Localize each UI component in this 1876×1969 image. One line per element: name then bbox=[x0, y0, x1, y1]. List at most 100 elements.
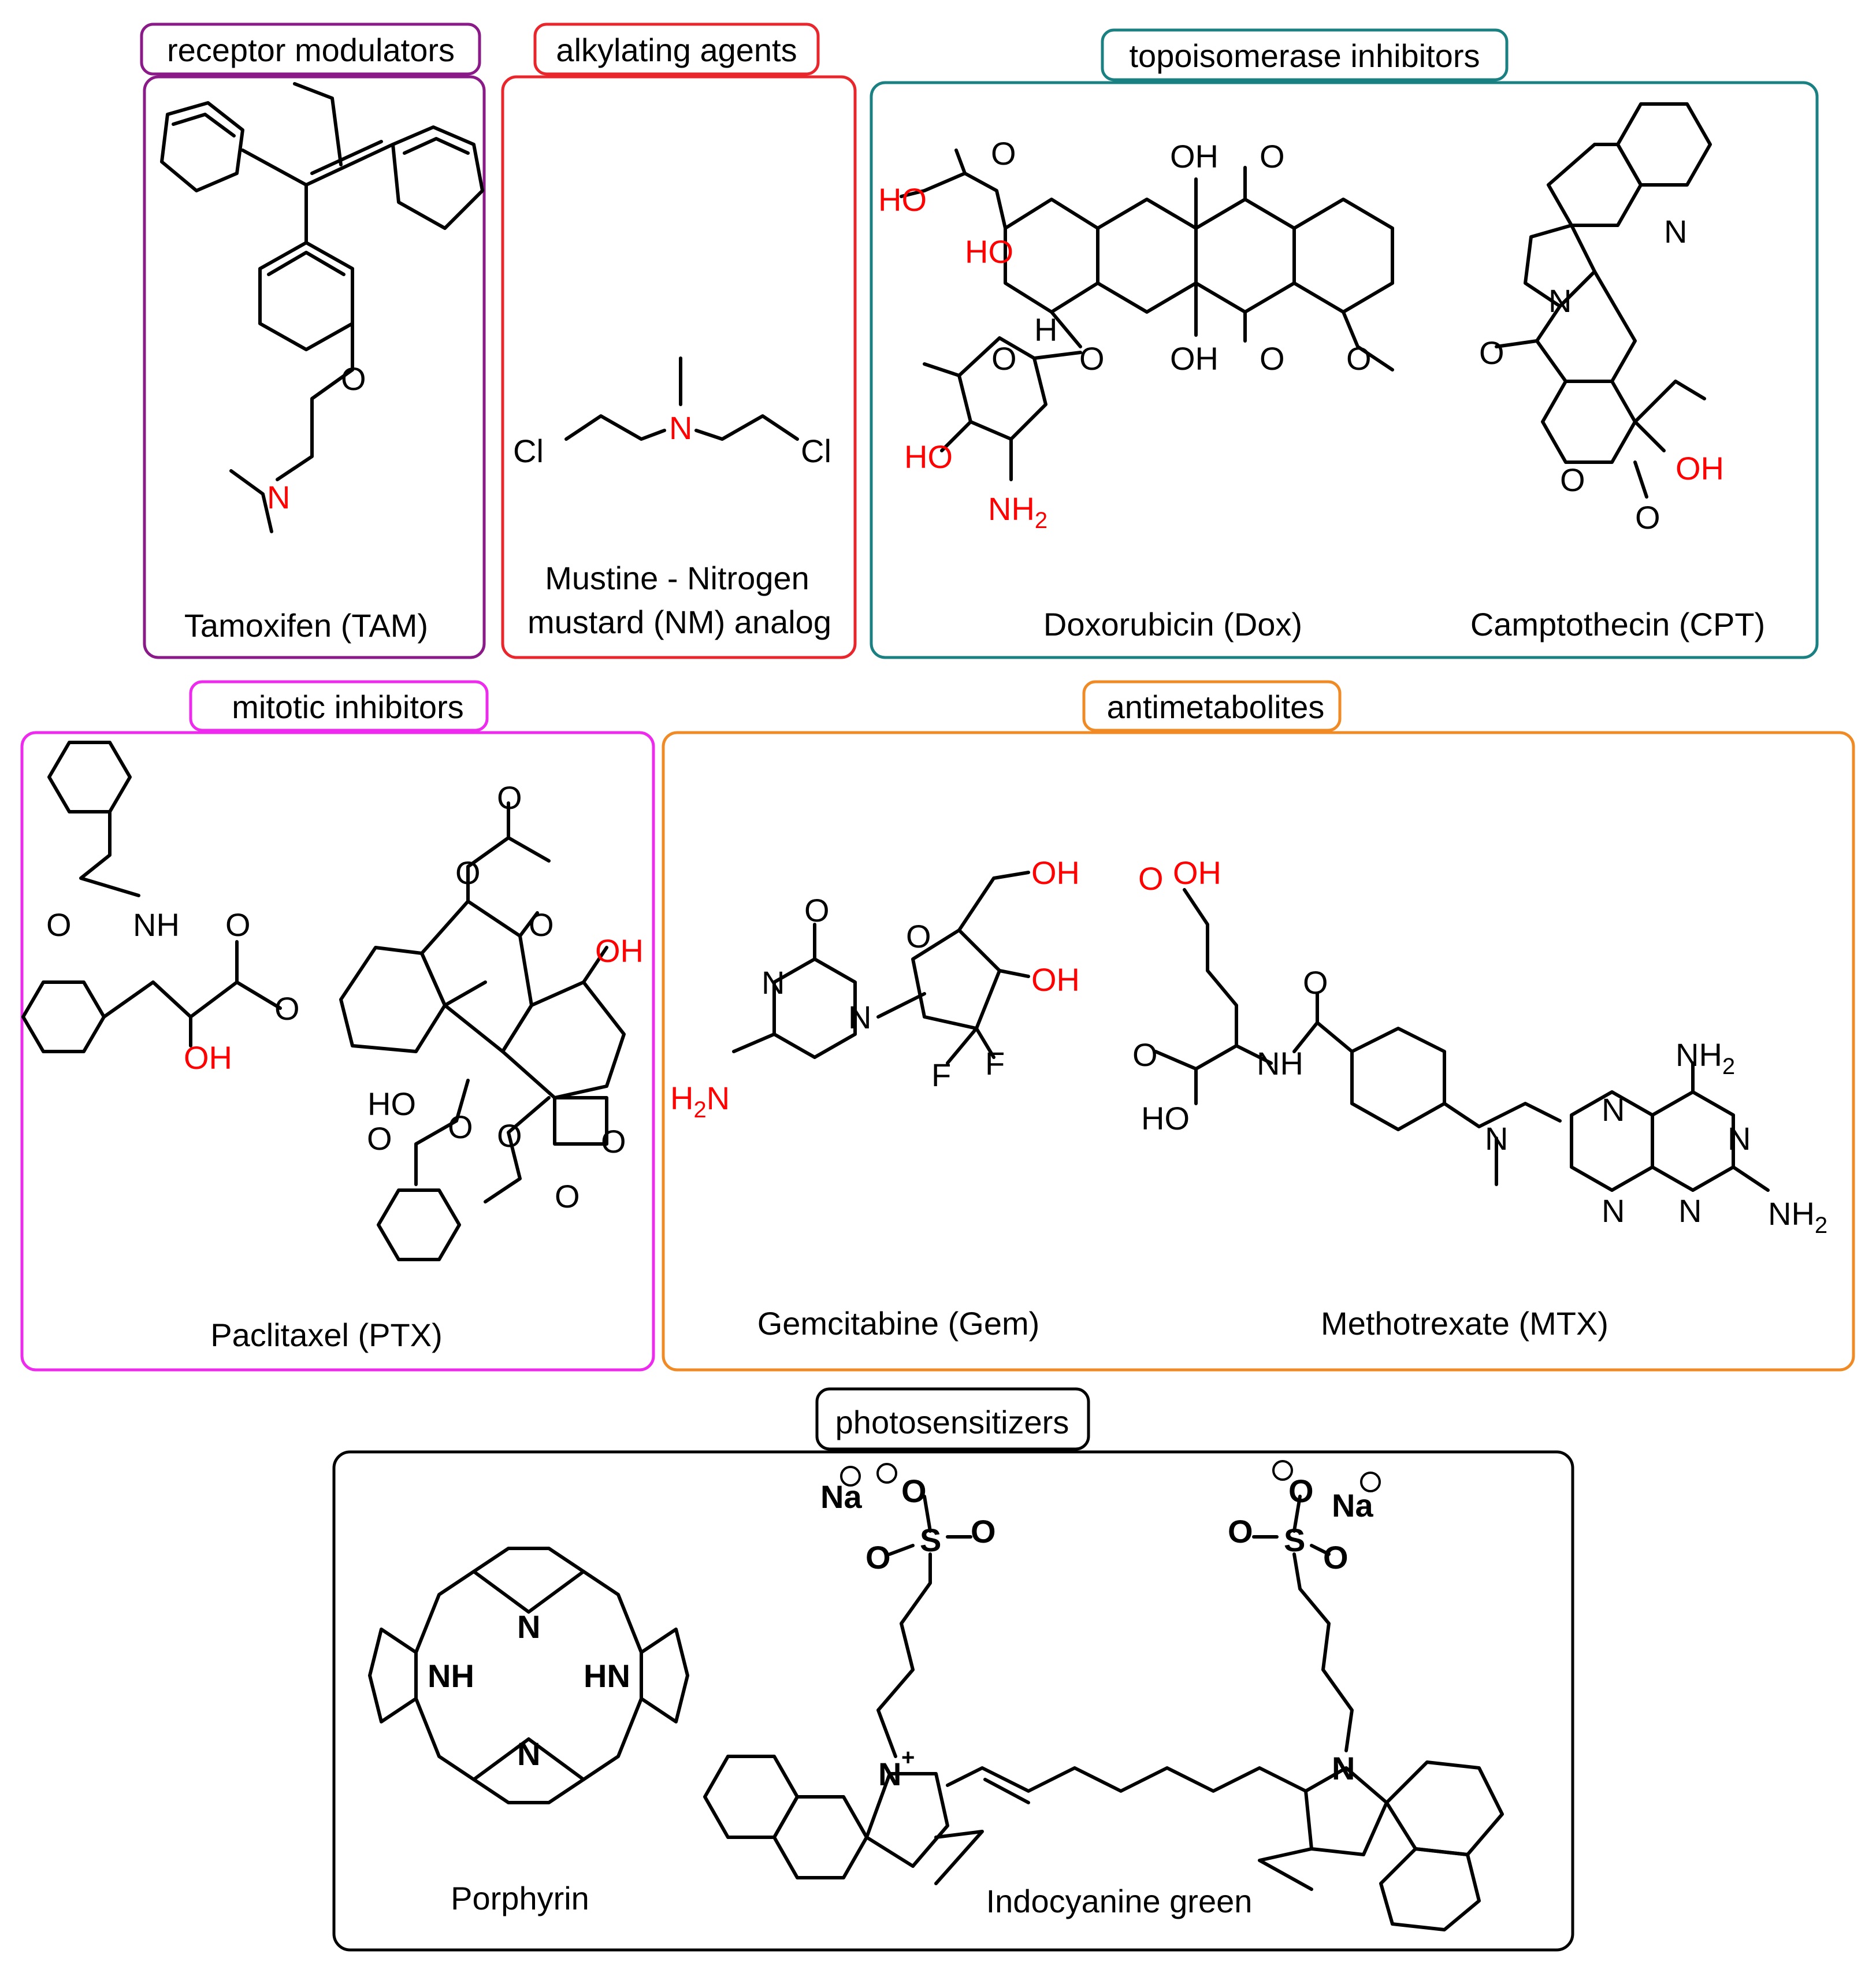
cpt-n-quinoline: N bbox=[1664, 213, 1687, 250]
mustine-cl-right: Cl bbox=[801, 433, 831, 469]
gem-carbonyl-o: O bbox=[804, 892, 830, 928]
icg-left-so-top bbox=[923, 1495, 932, 1533]
porphyrin-pyrrole-bottom bbox=[472, 1737, 585, 1804]
ptx-amide bbox=[79, 810, 140, 897]
receptor-modulators-tag bbox=[140, 23, 481, 76]
gem-f1 bbox=[946, 1027, 978, 1065]
icg-right-benz-a bbox=[1385, 1760, 1504, 1856]
photosensitizers-frame bbox=[332, 1450, 1574, 1952]
icg-left-gem-dimethyl bbox=[934, 1830, 984, 1885]
doxorubicin-name: Doxorubicin (Dox) bbox=[1043, 606, 1302, 642]
mtx-n10: N bbox=[1485, 1120, 1508, 1157]
ptx-oxetane-o: O bbox=[601, 1123, 626, 1160]
gem-amine-label: H2N bbox=[670, 1080, 730, 1123]
tamoxifen-alkene bbox=[241, 143, 395, 187]
tamoxifen-nitrogen: N bbox=[267, 479, 290, 515]
dox-acetyl-o-label: O bbox=[991, 135, 1016, 172]
camptothecin-name: Camptothecin (CPT) bbox=[1470, 606, 1765, 642]
ptx-benzoate-o2: O bbox=[367, 1120, 392, 1157]
porphyrin-hn-right: HN bbox=[584, 1658, 630, 1694]
icg-left-benz-b bbox=[772, 1795, 868, 1879]
gem-f2 bbox=[975, 1027, 995, 1059]
mtx-gamma-acid-oh: OH bbox=[1173, 855, 1221, 891]
porphyrin-meso-bl bbox=[414, 1697, 475, 1781]
dox-ring-c bbox=[1194, 198, 1296, 314]
dox-sugar-o-label: O bbox=[991, 340, 1017, 377]
cpt-oh: OH bbox=[1676, 450, 1724, 486]
porphyrin-name: Porphyrin bbox=[451, 1880, 589, 1916]
cpt-ring-b bbox=[1547, 143, 1643, 227]
icg-right-na-charge bbox=[1360, 1472, 1381, 1492]
tamoxifen-alkene-double bbox=[310, 140, 383, 175]
ptx-c7-oh bbox=[582, 946, 608, 984]
icg-right-o-charge bbox=[1272, 1460, 1293, 1481]
ptx-benzoate-ring bbox=[377, 1188, 461, 1261]
mtx-gamma-acid-o: O bbox=[1138, 860, 1164, 897]
antimetabolites-panel: antimetabolites bbox=[662, 680, 1855, 1372]
dox-sugar-ho-label: HO bbox=[904, 439, 953, 475]
porphyrin-pyrrole-top bbox=[472, 1547, 585, 1614]
icg-polyene-doubles bbox=[983, 1778, 1030, 1804]
photosensitizers-label: photosensitizers bbox=[835, 1404, 1069, 1440]
cpt-ethyl bbox=[1633, 380, 1706, 423]
tamoxifen-phenoxy-inner bbox=[267, 251, 346, 276]
ptx-acetate-b-o2: O bbox=[555, 1178, 580, 1214]
porphyrin-pyrrole-left bbox=[368, 1628, 418, 1723]
mtx-amide-o: O bbox=[1303, 964, 1328, 1001]
ptx-gem-dimethyl bbox=[443, 980, 487, 1007]
dox-oh-bottom-label: OH bbox=[1170, 340, 1219, 377]
gemcitabine-name: Gemcitabine (Gem) bbox=[757, 1305, 1040, 1342]
dox-oh-top-label: OH bbox=[1170, 138, 1219, 174]
tamoxifen-structure: O N bbox=[160, 82, 484, 533]
indocyanine-green-name: Indocyanine green bbox=[986, 1883, 1253, 1919]
ptx-ring-a bbox=[339, 946, 447, 1053]
icg-left-so-left bbox=[888, 1544, 915, 1556]
icg-left-benz-a bbox=[703, 1755, 799, 1839]
icg-n-plus-sign: + bbox=[901, 1745, 915, 1770]
cpt-ring-a bbox=[1616, 102, 1712, 187]
icg-right-so-top bbox=[1292, 1495, 1302, 1533]
gem-f-left: F bbox=[931, 1057, 951, 1093]
mitotic-inhibitors-panel: mitotic inhibitors bbox=[20, 680, 655, 1372]
mtx-pyrazine-n-bottom: N bbox=[1602, 1192, 1625, 1229]
gem-cytosine-ring bbox=[772, 957, 857, 1059]
mtx-alpha-o: O bbox=[1132, 1036, 1158, 1073]
porphyrin-nh-left: NH bbox=[428, 1658, 474, 1694]
gem-amine bbox=[732, 1032, 776, 1053]
doxorubicin-structure: OH O OH O O O HO HO H O O HO NH2 bbox=[878, 135, 1394, 533]
ptx-benzoyl-o: O bbox=[46, 907, 72, 943]
porphyrin-n-top: N bbox=[517, 1608, 540, 1645]
ptx-ester-o-top: O bbox=[225, 907, 251, 943]
photosensitizers-tag bbox=[815, 1387, 1090, 1451]
ptx-benzoyl-ring bbox=[47, 741, 132, 813]
tamoxifen-phenyl-left bbox=[160, 101, 244, 192]
tamoxifen-phenoxy-ring bbox=[258, 241, 354, 351]
dox-methoxy-label: O bbox=[1346, 340, 1372, 377]
dox-sidechain bbox=[954, 148, 1007, 230]
tamoxifen-ether-chain bbox=[276, 322, 354, 481]
ptx-ketone-o: O bbox=[529, 907, 554, 943]
dox-keto-bottom-label: O bbox=[1260, 340, 1285, 377]
tamoxifen-phenyl-right-inner bbox=[403, 137, 470, 155]
ptx-benzoate bbox=[414, 1079, 470, 1186]
icg-right-s: S bbox=[1284, 1522, 1305, 1558]
mtx-alpha-co bbox=[1154, 1050, 1198, 1071]
dox-methoxy bbox=[1342, 310, 1394, 371]
icg-right-gem-dimethyl bbox=[1258, 1847, 1313, 1891]
mustine-name-line2: mustard (NM) analog bbox=[527, 604, 831, 640]
mitotic-inhibitors-frame bbox=[20, 731, 655, 1372]
ptx-acetate-top bbox=[466, 801, 510, 903]
ptx-acetate-top-methyl bbox=[507, 836, 551, 863]
porphyrin-n-bottom: N bbox=[517, 1736, 540, 1772]
cpt-lactone-keto-o: O bbox=[1635, 499, 1660, 536]
icg-right-benz-b bbox=[1379, 1847, 1481, 1931]
methotrexate-name: Methotrexate (MTX) bbox=[1321, 1305, 1608, 1342]
cpt-oh-bond bbox=[1633, 420, 1666, 452]
icg-left-o-left: O bbox=[865, 1539, 891, 1576]
topoisomerase-inhibitors-frame bbox=[870, 81, 1819, 659]
gem-n1: N bbox=[848, 999, 871, 1035]
topoisomerase-inhibitors-panel: topoisomerase inhibitors bbox=[870, 28, 1819, 659]
gem-oh-bond bbox=[998, 969, 1030, 978]
icg-n-right: N bbox=[1332, 1750, 1355, 1786]
mtx-phenyl bbox=[1350, 1027, 1446, 1131]
